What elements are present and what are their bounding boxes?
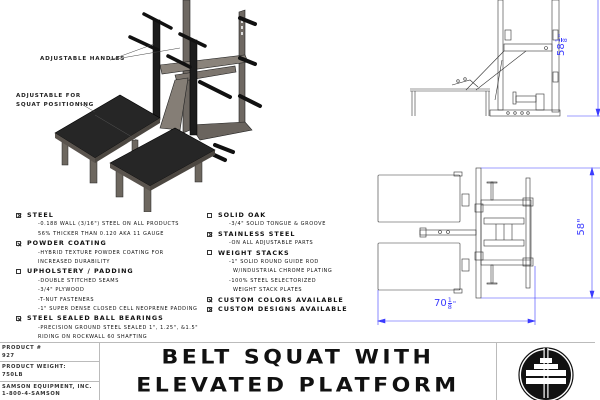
top-plan-view: 58" 70 1 8 " <box>370 150 600 330</box>
feature-label: Stainless Steel <box>218 229 296 238</box>
checkbox-empty-icon <box>207 212 212 218</box>
feature-detail: -Precision Ground Steel Sealed 1", 1.25"… <box>38 324 199 331</box>
dimension-numerator: 1 <box>447 296 452 304</box>
drawing-title: Belt Squat with Elevated Platform <box>100 343 497 400</box>
features-list-right: Solid Oak -3/4" Solid Tongue & Groove St… <box>207 211 377 314</box>
company-phone: 1-800-4-SAMSON <box>2 391 61 398</box>
feature-detail: -3/4" Solid Tongue & Groove <box>229 221 326 228</box>
feature-detail: w/Industrial Chrome Plating <box>233 268 333 275</box>
feature-solid-oak: Solid Oak <box>207 211 377 220</box>
isometric-render <box>40 0 305 213</box>
feature-steel: Steel <box>16 211 206 220</box>
side-elevation-view: 58 1 8 " <box>370 0 600 125</box>
samson-logo-icon <box>518 347 574 400</box>
feature-detail: Increased Durability <box>38 259 111 266</box>
inch-mark: " <box>557 33 565 38</box>
dimension-width-top: 70 1 8 " <box>434 296 457 311</box>
company-name: Samson Equipment, Inc. <box>2 383 92 390</box>
checkbox-checked-icon <box>16 212 21 218</box>
title-line-2: Elevated Platform <box>136 374 460 397</box>
checkbox-empty-icon <box>16 269 21 275</box>
annotation-adjustable-handles: Adjustable handles <box>40 55 125 64</box>
checkbox-checked-icon <box>16 316 21 322</box>
feature-detail: 56% Thicker than 0.120 AKA 11 Gauge <box>38 230 165 237</box>
inch-mark: " <box>452 299 457 308</box>
feature-weight-stacks: Weight Stacks <box>207 249 377 258</box>
feature-detail: -1" Solid Round Guide Rod <box>229 259 319 266</box>
feature-label: Upholstery / Padding <box>27 267 134 276</box>
feature-custom-designs: Custom Designs Available <box>207 305 377 314</box>
feature-ball-bearings: Steel Sealed Ball Bearings <box>16 314 206 323</box>
feature-stainless-steel: Stainless Steel <box>207 230 377 239</box>
feature-label: Custom Designs Available <box>218 305 348 314</box>
feature-label: Steel Sealed Ball Bearings <box>27 314 164 323</box>
feature-detail: -100% Steel Selectorized <box>229 277 317 284</box>
dimension-height-side: 58 1 8 " <box>552 26 570 56</box>
product-weight-cell: Product Weight: 750lb <box>0 362 99 382</box>
product-weight-value: 750lb <box>2 371 24 378</box>
dimension-depth-top: 58" <box>576 212 590 242</box>
leader-lines <box>77 43 181 113</box>
product-number-value: 927 <box>2 352 15 359</box>
checkbox-checked-icon <box>207 306 212 312</box>
features-list-left: Steel -0.188 Wall (3/16") Steel On ALL P… <box>16 211 206 343</box>
checkbox-checked-icon <box>16 240 21 246</box>
annotation-text: Adjustable for <box>16 93 82 99</box>
product-weight-label: Product Weight: <box>2 364 66 371</box>
feature-label: Custom Colors Available <box>218 295 344 304</box>
feature-detail: -1" Super Dense Closed Cell Neoprene Pad… <box>38 306 198 313</box>
product-info: Product # 927 Product Weight: 750lb Sams… <box>0 343 100 400</box>
feature-detail: -T-Nut Fasteners <box>38 296 95 303</box>
annotation-text: squat positioning <box>16 102 95 108</box>
feature-label: Solid Oak <box>218 211 267 219</box>
checkbox-checked-icon <box>207 231 212 237</box>
feature-upholstery: Upholstery / Padding <box>16 267 206 276</box>
dimension-whole: 58 <box>555 43 567 56</box>
feature-detail: -Hybrid Texture Powder Coating For <box>38 249 164 256</box>
feature-detail: -On ALL Adjustable Parts <box>229 240 314 247</box>
feature-custom-colors: Custom Colors Available <box>207 296 377 305</box>
product-number-label: Product # <box>2 345 42 351</box>
feature-label: Steel <box>27 211 54 219</box>
checkbox-empty-icon <box>207 250 212 256</box>
dimension-denominator: 8 <box>447 303 452 311</box>
feature-powder-coating: Powder Coating <box>16 239 206 248</box>
dimension-denominator: 8 <box>560 38 569 43</box>
dimension-value: 58" <box>576 218 587 236</box>
annotation-text: Adjustable handles <box>40 56 126 62</box>
annotation-squat-positioning: Adjustable for squat positioning <box>16 92 94 110</box>
checkbox-checked-icon <box>207 297 212 303</box>
feature-detail: -0.188 Wall (3/16") Steel On ALL Product… <box>38 221 179 228</box>
feature-detail: -Double Stitched Seams <box>38 277 119 284</box>
feature-label: Powder Coating <box>27 239 107 248</box>
feature-detail: Weight Stack Plates <box>233 287 303 294</box>
title-block: Product # 927 Product Weight: 750lb Sams… <box>0 342 595 400</box>
feature-detail: -3/4" Plywood <box>38 287 85 294</box>
dimension-whole: 70 <box>434 298 447 309</box>
company-cell: Samson Equipment, Inc. 1-800-4-SAMSON <box>0 382 99 400</box>
feature-label: Weight Stacks <box>218 248 290 257</box>
title-line-1: Belt Squat with <box>161 346 435 369</box>
logo-cell <box>497 343 595 400</box>
product-number-cell: Product # 927 <box>0 343 99 363</box>
feature-detail: Riding on Rockwall 60 Shafting <box>38 334 148 341</box>
